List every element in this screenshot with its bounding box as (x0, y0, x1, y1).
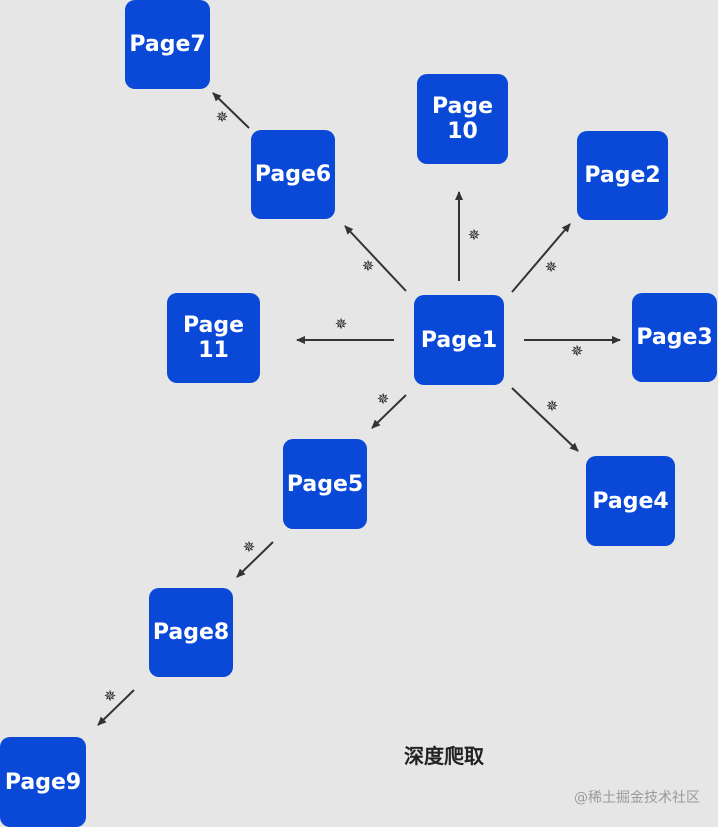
spider-icon: ✵ (215, 109, 229, 126)
node-page4: Page4 (586, 456, 675, 546)
spider-icon: ✵ (570, 343, 584, 360)
node-page6: Page6 (251, 130, 335, 219)
spider-icon: ✵ (544, 259, 558, 276)
edge-page5-to-page8 (236, 541, 274, 578)
node-page1: Page1 (414, 295, 504, 385)
diagram-caption: 深度爬取 (404, 744, 484, 768)
spider-icon: ✵ (361, 258, 375, 275)
spider-icon: ✵ (545, 398, 559, 415)
edge-page1-to-page2 (511, 223, 571, 293)
spider-icon: ✵ (376, 391, 390, 408)
node-page10: Page 10 (417, 74, 508, 164)
edge-page1-to-page6 (344, 225, 407, 292)
spider-icon: ✵ (467, 227, 481, 244)
spider-icon: ✵ (242, 539, 256, 556)
node-page3: Page3 (632, 293, 717, 382)
edge-page6-to-page7 (212, 92, 250, 129)
node-page7: Page7 (125, 0, 210, 89)
spider-icon: ✵ (103, 688, 117, 705)
node-page8: Page8 (149, 588, 233, 677)
node-page9: Page9 (0, 737, 86, 827)
edge-page1-to-page5 (371, 394, 407, 429)
source-credit: @稀土掘金技术社区 (574, 790, 700, 806)
spider-icon: ✵ (334, 316, 348, 333)
node-page11: Page 11 (167, 293, 260, 383)
edge-page8-to-page9 (97, 689, 135, 726)
node-page5: Page5 (283, 439, 367, 529)
node-page2: Page2 (577, 131, 668, 220)
edge-page1-to-page4 (511, 387, 579, 452)
